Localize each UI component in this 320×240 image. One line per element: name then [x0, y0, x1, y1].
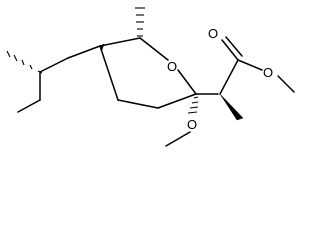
- molecule-structure: O O O O: [6, 7, 295, 147]
- bond-ring-c3-c4: [117, 99, 159, 109]
- bond-ester-o-ch3: [277, 75, 295, 93]
- bond-chain-to-ring: [67, 45, 101, 59]
- bond-methoxy-ch3: [165, 131, 191, 147]
- wedge-bond-c5-chain: [99, 43, 105, 51]
- bond-carbonyl-ester-o: [237, 59, 263, 71]
- bond-ethyl-ch3: [17, 99, 41, 113]
- bond-ring-c2-c3: [157, 93, 197, 109]
- hashed-bond-chain-methyl: [6, 50, 43, 74]
- wedge-bond-alpha-methyl: [219, 93, 244, 121]
- ring-oxygen-label: O: [167, 59, 177, 74]
- bond-ring-o-c2: [177, 69, 197, 95]
- ester-oxygen-label: O: [263, 65, 273, 80]
- hashed-bond-ring-methyl: [135, 7, 145, 37]
- carbonyl-oxygen-label: O: [208, 26, 218, 41]
- bond-carbonyl-double-a: [221, 39, 239, 61]
- methoxy-oxygen-label: O: [187, 117, 197, 132]
- hashed-bond-methoxy: [187, 96, 199, 114]
- bond-ring-c4-c5: [99, 45, 119, 101]
- bond-alpha-carbonyl: [219, 59, 239, 95]
- bond-chain-ch2: [39, 57, 69, 73]
- bond-carbonyl-double-b: [225, 36, 243, 57]
- bond-ring-c5-c6: [99, 37, 141, 47]
- bond-ring-c6-o: [139, 37, 169, 61]
